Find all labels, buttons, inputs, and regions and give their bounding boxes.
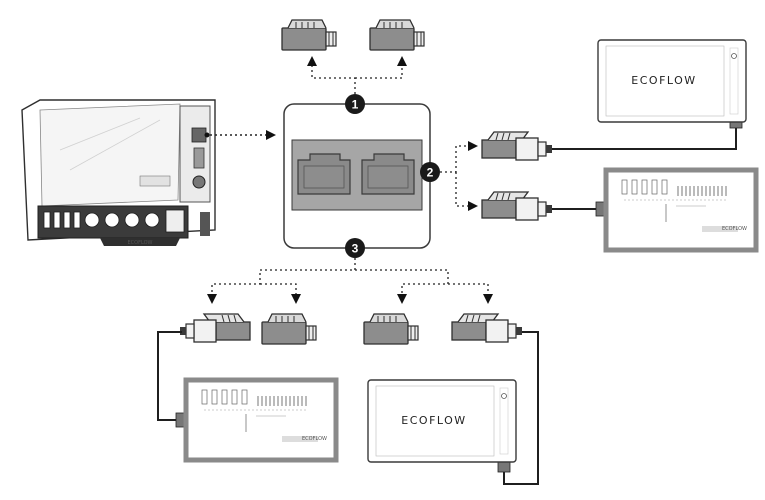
cable-to-screen-top bbox=[552, 128, 737, 150]
cable-to-panel-bottom bbox=[157, 331, 182, 421]
rj45-plug-icon bbox=[179, 313, 251, 343]
arrowhead-icon bbox=[266, 130, 276, 140]
arrowhead-icon bbox=[207, 294, 217, 304]
rj45-plug-icon bbox=[481, 131, 553, 161]
dotted-link-top bbox=[311, 64, 403, 94]
arrowhead-icon bbox=[397, 56, 407, 66]
rj45-plug-icon bbox=[281, 19, 337, 51]
hub-port-right bbox=[361, 153, 415, 195]
arrowhead-icon bbox=[291, 294, 301, 304]
dotted-link-right bbox=[440, 145, 470, 207]
screen-logo-bottom: ECOFLOW bbox=[401, 414, 466, 427]
arrowhead-icon bbox=[468, 141, 478, 151]
arrowhead-icon bbox=[483, 294, 493, 304]
panel-brand-right: ECOFLOW bbox=[722, 226, 747, 232]
ethernet-hub bbox=[283, 103, 431, 249]
step-number-2: 2 bbox=[427, 166, 434, 180]
dotted-link-bottom bbox=[211, 258, 489, 296]
step-number-3: 3 bbox=[352, 242, 359, 256]
rj45-plug-icon bbox=[363, 313, 419, 345]
rj45-plug-icon bbox=[369, 19, 425, 51]
hub-port-left bbox=[297, 153, 351, 195]
distribution-panel-icon: ECOFLOW bbox=[606, 170, 756, 250]
screen-logo: ECOFLOW bbox=[631, 74, 696, 87]
step-number-1: 1 bbox=[352, 98, 359, 112]
panel-brand-bottom: ECOFLOW bbox=[302, 436, 327, 442]
power-station-icon: ECOFLOW bbox=[21, 99, 216, 246]
step-badge-1: 1 bbox=[345, 94, 365, 114]
rj45-plug-icon bbox=[451, 313, 523, 343]
distribution-panel-icon: ECOFLOW bbox=[186, 380, 336, 460]
step-badge-3: 3 bbox=[345, 238, 365, 258]
smart-display-icon: ECOFLOW bbox=[597, 39, 747, 123]
power-station-brand: ECOFLOW bbox=[128, 240, 153, 246]
rj45-plug-icon bbox=[481, 191, 553, 221]
step-badge-2: 2 bbox=[420, 162, 440, 182]
arrowhead-icon bbox=[397, 294, 407, 304]
rj45-plug-icon bbox=[261, 313, 317, 345]
cable-to-screen-bottom bbox=[503, 331, 539, 485]
arrowhead-icon bbox=[468, 201, 478, 211]
arrowhead-icon bbox=[307, 56, 317, 66]
smart-display-icon: ECOFLOW bbox=[367, 379, 517, 463]
